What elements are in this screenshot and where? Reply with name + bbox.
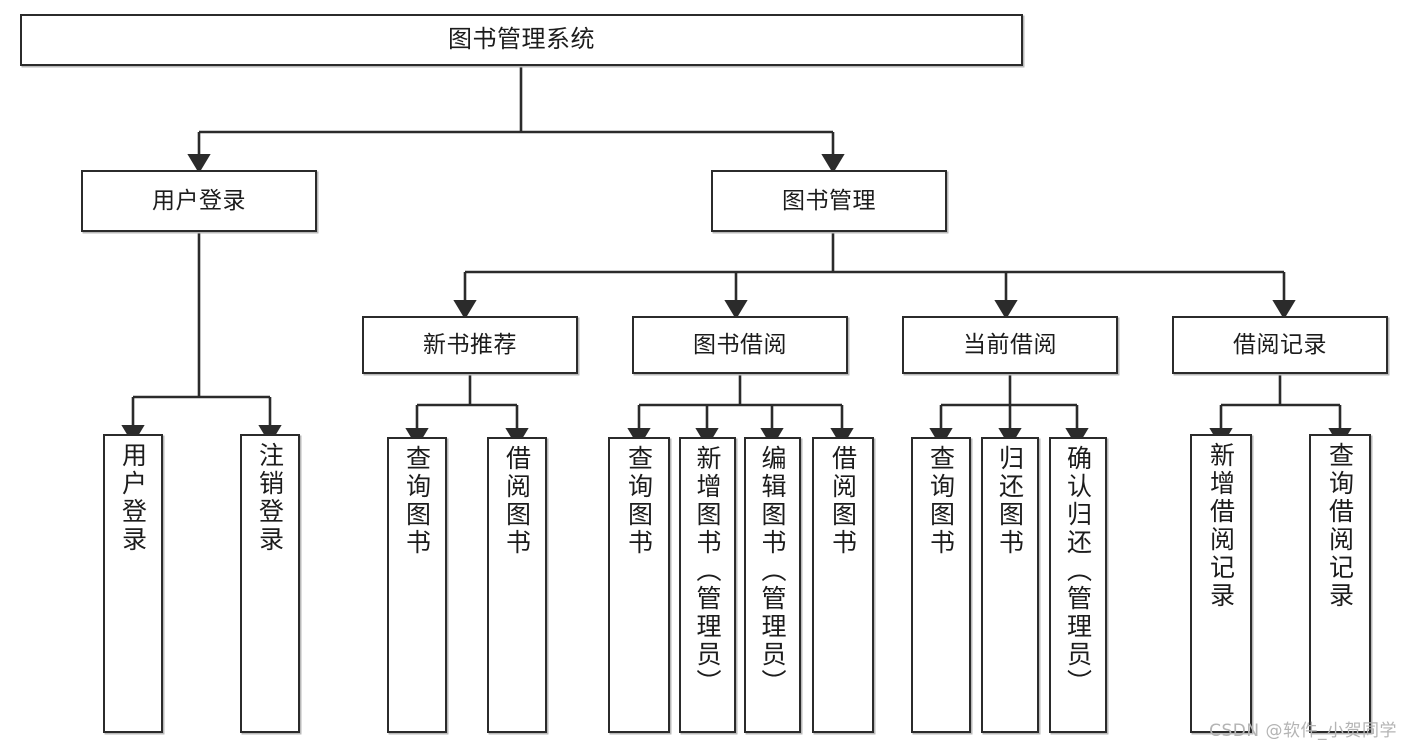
node-label: 用户登录 (118, 442, 148, 554)
node-label: 新增借阅记录 (1206, 442, 1236, 610)
node-current-borrow[interactable]: 当前借阅 (902, 316, 1118, 374)
leaf-user-login-1[interactable]: 注销登录 (240, 434, 300, 733)
leaf-new-book-recommend-1[interactable]: 借阅图书 (487, 437, 547, 733)
leaf-current-borrow-2[interactable]: 确认归还（管理员） (1049, 437, 1107, 733)
leaf-book-borrow-2[interactable]: 编辑图书（管理员） (744, 437, 801, 733)
node-label: 查询图书 (624, 445, 654, 557)
node-label: 归还图书 (995, 445, 1025, 557)
node-label: 新增图书（管理员） (693, 445, 722, 697)
node-label: 确认归还（管理员） (1063, 445, 1093, 697)
node-label: 编辑图书（管理员） (758, 445, 787, 697)
leaf-user-login-0[interactable]: 用户登录 (103, 434, 163, 733)
node-label: 借阅图书 (502, 445, 532, 557)
node-user-login[interactable]: 用户登录 (81, 170, 317, 232)
node-label: 查询借阅记录 (1325, 442, 1355, 610)
node-borrow-records[interactable]: 借阅记录 (1172, 316, 1388, 374)
leaf-book-borrow-3[interactable]: 借阅图书 (812, 437, 874, 733)
node-new-book-recommend[interactable]: 新书推荐 (362, 316, 578, 374)
node-label: 借阅图书 (828, 445, 858, 557)
node-label: 用户登录 (152, 187, 246, 214)
leaf-current-borrow-1[interactable]: 归还图书 (981, 437, 1039, 733)
node-label: 图书借阅 (693, 331, 787, 358)
node-book-management[interactable]: 图书管理 (711, 170, 947, 232)
node-label: 当前借阅 (963, 331, 1057, 358)
node-label: 图书管理系统 (448, 25, 595, 54)
node-label: 注销登录 (255, 442, 285, 554)
node-root-system[interactable]: 图书管理系统 (20, 14, 1023, 66)
node-label: 借阅记录 (1233, 331, 1327, 358)
leaf-borrow-records-0[interactable]: 新增借阅记录 (1190, 434, 1252, 733)
node-label: 图书管理 (782, 187, 876, 214)
node-label: 查询图书 (926, 445, 956, 557)
leaf-new-book-recommend-0[interactable]: 查询图书 (387, 437, 447, 733)
watermark-text: CSDN @软件_小贺同学 (1209, 721, 1397, 741)
node-label: 查询图书 (402, 445, 432, 557)
leaf-borrow-records-1[interactable]: 查询借阅记录 (1309, 434, 1371, 733)
leaf-book-borrow-0[interactable]: 查询图书 (608, 437, 670, 733)
leaf-current-borrow-0[interactable]: 查询图书 (911, 437, 971, 733)
node-book-borrow[interactable]: 图书借阅 (632, 316, 848, 374)
node-label: 新书推荐 (423, 331, 517, 358)
leaf-book-borrow-1[interactable]: 新增图书（管理员） (679, 437, 736, 733)
